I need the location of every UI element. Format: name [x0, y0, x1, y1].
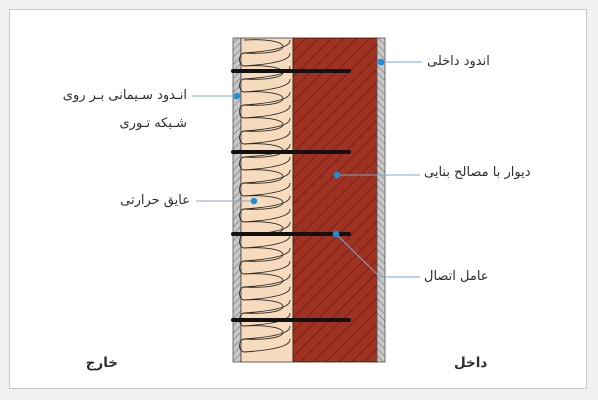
insulation-wave-line	[239, 39, 291, 353]
label-plaster-mesh-line2: شـبکه تـوری	[119, 116, 187, 131]
dot-insulation	[250, 197, 258, 205]
anchors	[231, 69, 351, 322]
label-inside: داخل	[454, 355, 488, 371]
leader-connector	[335, 233, 420, 278]
label-outside: خارج	[85, 355, 118, 371]
interior-plaster-layer	[376, 37, 386, 363]
label-connector: عامل اتصال	[424, 269, 489, 284]
dot-plaster-mesh	[233, 92, 241, 100]
label-insulation: عایق حرارتی	[120, 193, 190, 208]
dot-interior-plaster	[377, 58, 385, 66]
label-interior-plaster: اندود داخلی	[427, 54, 490, 69]
masonry-wall-layer	[292, 37, 378, 363]
dot-masonry	[333, 171, 341, 179]
dot-connector	[332, 230, 340, 238]
insulation-wave-pattern	[239, 39, 291, 353]
label-masonry-wall: دیوار با مصالح بنایی	[424, 165, 531, 180]
label-plaster-mesh-line1: انـدود سـیمانی بـر روی	[62, 88, 187, 103]
